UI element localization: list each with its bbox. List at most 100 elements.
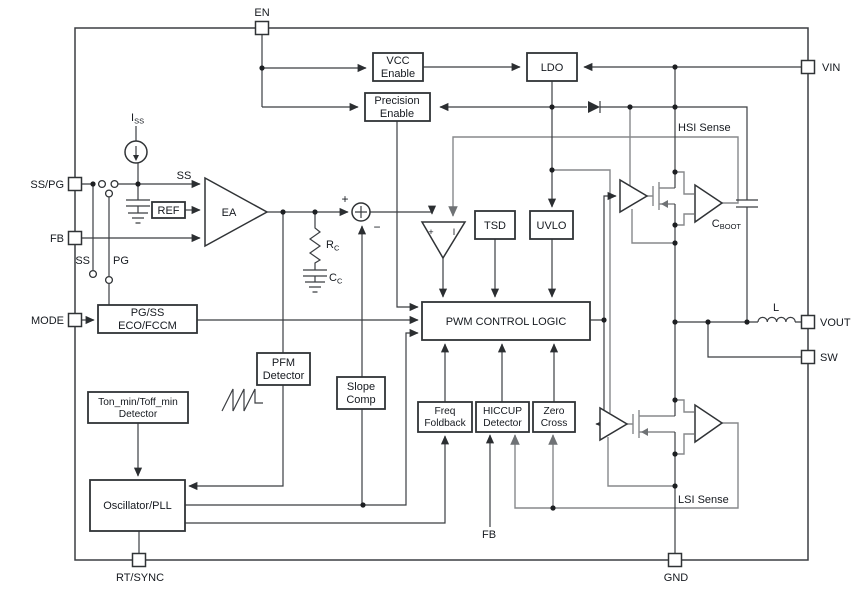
hs-gate-driver [619, 178, 649, 214]
ea-label: EA [222, 207, 237, 219]
ls-gate-driver [599, 406, 629, 442]
zero-cross-block [532, 401, 576, 433]
gnd-pin-label: GND [664, 572, 689, 584]
pg-switch-label: PG [113, 255, 129, 267]
ls-fet [627, 410, 675, 438]
comparator-i-label: I [453, 227, 456, 237]
power-stage-wiring [448, 107, 739, 509]
rc-cc-network [303, 212, 327, 293]
error-amplifier [204, 176, 269, 248]
fb-bottom-label: FB [482, 529, 496, 541]
hiccup-detector-block [475, 401, 530, 433]
vin-pin [800, 59, 816, 75]
iss-arrow [133, 155, 139, 161]
sawtooth-waveform [221, 388, 263, 412]
sw-wire [707, 322, 801, 358]
sw-pin-label: SW [820, 352, 838, 364]
en-pin [254, 20, 270, 36]
signal-wiring [81, 34, 801, 554]
vcc-enable-block [372, 52, 424, 82]
osc-to-freq-foldback [185, 435, 450, 524]
lsi-sense-label: LSI Sense [678, 494, 729, 506]
iss-label: ISS [131, 112, 144, 126]
driver-supply-wire [552, 169, 611, 413]
ldo-label: LDO [541, 62, 564, 74]
ton-label1: Ton_min/Toff_min [98, 397, 178, 408]
hsi-sense-amp [694, 183, 724, 224]
hsi-sense-wire [448, 136, 739, 217]
mode-pin-label: MODE [31, 315, 64, 327]
fb-pin [67, 230, 83, 246]
ss-cap-ground [126, 184, 150, 224]
freq-label1: Freq [435, 406, 456, 417]
ss-switch-contact-a [97, 179, 107, 189]
precision-enable-label1: Precision [374, 95, 419, 107]
cc-label: CC [329, 272, 343, 286]
tsd-label: TSD [484, 220, 506, 232]
inductor [757, 316, 796, 323]
sum-to-comparator [370, 205, 437, 215]
uvlo-label: UVLO [537, 220, 567, 232]
pwm-to-hs-driver [590, 196, 616, 321]
lsi-sense-wire [510, 422, 739, 509]
pwm-control-logic-block [421, 301, 591, 341]
ss-signal-label: SS [177, 170, 192, 182]
sw-pin [800, 349, 816, 365]
zero-label2: Cross [541, 418, 568, 429]
rc-label: RC [326, 239, 340, 253]
pg-switch-contact-top [104, 189, 114, 198]
boot-diode [588, 101, 600, 113]
vout-pin-label: VOUT [820, 317, 851, 329]
pins [67, 20, 816, 568]
pwm-comparator [420, 221, 467, 260]
pfm-label1: PFM [272, 357, 295, 369]
cboot-label: CBOOT [712, 218, 742, 231]
hs-fet [647, 182, 675, 210]
labels: EN VIN VOUT SW GND RT/SYNC SS/PG FB MODE… [30, 7, 850, 584]
pgss-label2: ECO/FCCM [118, 320, 177, 332]
sspg-pin [67, 176, 83, 192]
pfm-detector-block [256, 352, 311, 386]
zero-label1: Zero [544, 406, 565, 417]
ref-block [151, 201, 186, 219]
ss-switch-contact-bottom [88, 269, 98, 279]
summing-node-cross [355, 206, 367, 218]
ton-detector-block [87, 391, 189, 424]
ton-label2: Detector [119, 409, 158, 420]
en-pin-label: EN [254, 7, 269, 19]
gnd-pin [667, 552, 683, 568]
uvlo-block [529, 210, 574, 240]
vcc-enable-label1: VCC [386, 55, 409, 67]
pg-switch-contact-bottom [104, 275, 114, 285]
sspg-pin-label: SS/PG [30, 179, 64, 191]
analog-symbols [88, 140, 724, 444]
precision-enable-label2: Enable [380, 108, 414, 120]
osc-label: Oscillator/PLL [103, 500, 171, 512]
clock-to-pwm [185, 328, 419, 506]
fb-pin-label: FB [50, 233, 64, 245]
pfm-label2: Detector [263, 370, 305, 382]
freq-foldback-block [417, 401, 473, 433]
hs-kelvin-wire [631, 209, 675, 244]
tsd-block [474, 210, 516, 240]
blocks: VCC Enable Precision Enable LDO REF EA T… [87, 52, 591, 532]
ls-kelvin-wire [607, 437, 675, 487]
hsi-sense-label: HSI Sense [678, 122, 731, 134]
ss-switch-label: SS [75, 255, 90, 267]
vcc-enable-label2: Enable [381, 68, 415, 80]
hiccup-label1: HICCUP [483, 406, 522, 417]
hs-fet-arrow [661, 200, 668, 208]
slope-label1: Slope [347, 381, 375, 393]
precision-to-pwm [396, 121, 419, 312]
slope-label2: Comp [346, 394, 375, 406]
sum-minus-label: − [373, 220, 380, 234]
chip-boundary [74, 27, 809, 561]
pgss-block [97, 304, 198, 334]
slope-comp-block [336, 376, 386, 410]
pwm-label: PWM CONTROL LOGIC [446, 316, 567, 328]
pgss-label1: PG/SS [131, 307, 165, 319]
pfm-to-osc [188, 385, 284, 491]
oscillator-pll-block [89, 479, 186, 532]
